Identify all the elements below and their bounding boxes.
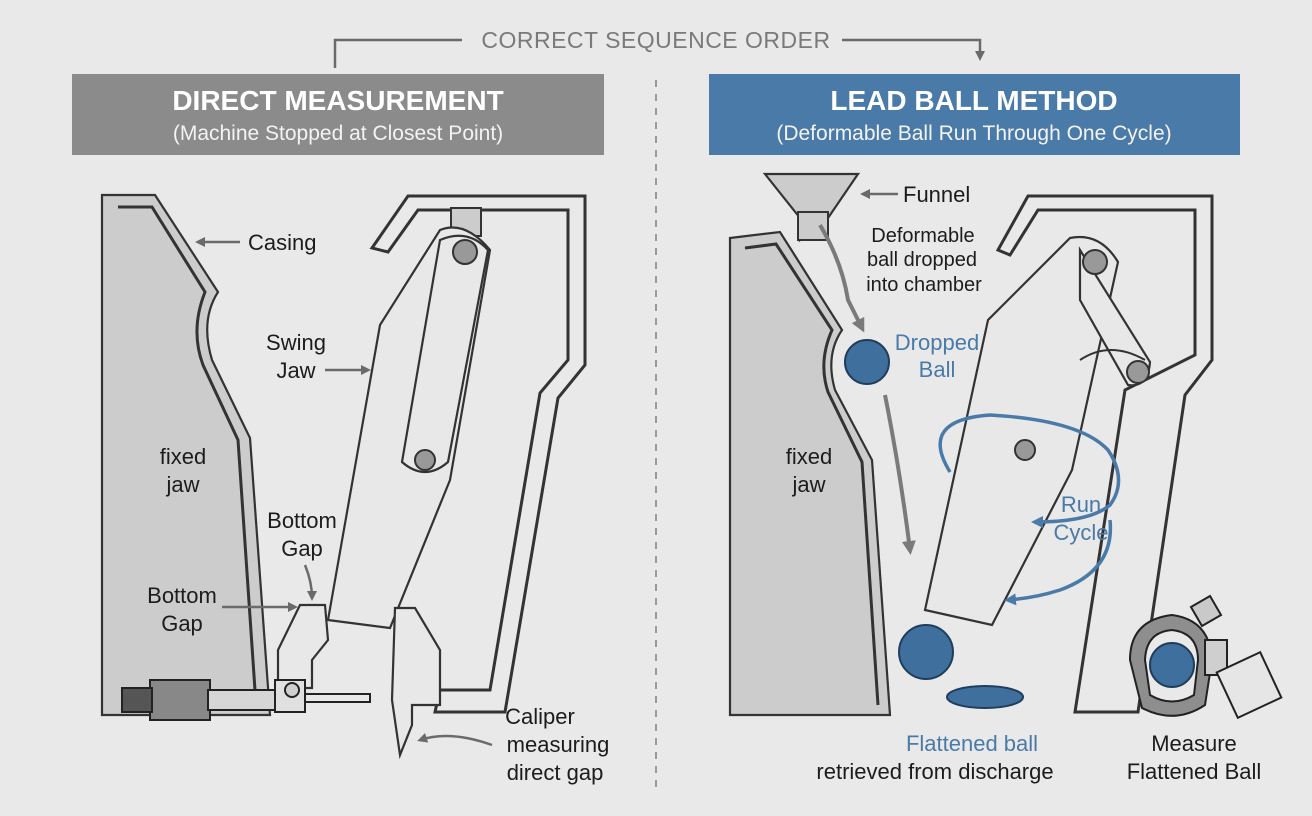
swing-jaw-right-panel (923, 235, 1120, 627)
bottom-gap-upper-arrow (303, 564, 317, 601)
measuring-gauge (1128, 594, 1283, 720)
measure-label-2: Flattened Ball (1127, 759, 1262, 784)
fixed-jaw-right-label-1: fixed (786, 444, 832, 469)
left-panel-header: DIRECT MEASUREMENT (Machine Stopped at C… (72, 74, 604, 155)
deformable-label-1: Deformable (871, 225, 974, 247)
run-cycle-arrow-top (938, 413, 1121, 528)
micrometer-spindle (304, 693, 371, 703)
run-cycle-label-1: Run (1061, 492, 1101, 517)
ball-after-crush (898, 624, 954, 680)
caliper-label-3: direct gap (507, 760, 604, 785)
deformable-label-3: into chamber (866, 274, 982, 296)
right-panel-title: LEAD BALL METHOD (830, 85, 1117, 116)
measure-label-1: Measure (1151, 731, 1237, 756)
pivot-lower (414, 449, 436, 471)
bottom-gap-lower-label-2: Gap (161, 611, 203, 636)
pivot-upper (452, 239, 478, 265)
caliper-jaw-left (276, 603, 330, 690)
casing-right-panel (995, 194, 1214, 714)
micrometer-thimble (149, 679, 211, 721)
run-cycle-arrow-bottom (1004, 519, 1113, 606)
toggle-arc (1079, 349, 1146, 361)
right-panel-header: LEAD BALL METHOD (Deformable Ball Run Th… (709, 74, 1240, 155)
caliper-jaw-right (390, 606, 442, 760)
right-panel-subtitle: (Deformable Ball Run Through One Cycle) (776, 122, 1171, 145)
micrometer-ratchet (121, 687, 153, 713)
sequence-connector: CORRECT SEQUENCE ORDER (333, 27, 985, 68)
swing-jaw-label-2: Jaw (276, 358, 315, 383)
funnel-label: Funnel (903, 182, 970, 207)
swing-jaw-label-1: Swing (266, 330, 326, 355)
swing-link (400, 234, 490, 474)
left-crusher-diagram: Casing Swing Jaw fixed jaw Bottom Gap Bo… (100, 193, 610, 785)
left-panel-subtitle: (Machine Stopped at Closest Point) (173, 122, 503, 145)
fall-arrow (883, 394, 916, 555)
funnel-spout (797, 211, 829, 241)
sequence-label: CORRECT SEQUENCE ORDER (481, 27, 830, 53)
bottom-gap-lower-label-1: Bottom (147, 583, 217, 608)
casing-left-outline (118, 205, 258, 706)
bottom-gap-upper-label-2: Gap (281, 536, 323, 561)
deformable-label-2: ball dropped (867, 249, 977, 271)
dropped-ball-label-1: Dropped (895, 330, 979, 355)
bottom-gap-upper-label-1: Bottom (267, 508, 337, 533)
dropped-ball (844, 339, 890, 385)
micrometer-sleeve (207, 689, 279, 711)
fixed-jaw-left (100, 193, 272, 717)
pivot-right-toggle (1126, 360, 1150, 384)
fixed-jaw-right-label-2: jaw (791, 472, 825, 497)
flattened-label-1: Flattened ball (906, 731, 1038, 756)
pivot-right-upper (1082, 249, 1108, 275)
flattened-label-2: retrieved from discharge (816, 759, 1053, 784)
dropped-ball-label-2: Ball (919, 357, 956, 382)
run-cycle-label-2: Cycle (1053, 520, 1108, 545)
right-crusher-diagram: Funnel Deformable ball dropped into cham… (728, 172, 1283, 784)
fixed-jaw-label-1: fixed (160, 444, 206, 469)
lock-knob (284, 682, 300, 698)
pivot-right-lower (1014, 439, 1036, 461)
caliper-arrow (417, 733, 493, 747)
fixed-jaw-right-panel (728, 230, 892, 717)
funnel-drop-arrow (818, 223, 865, 333)
caliper-label-1: Caliper (505, 704, 575, 729)
flattened-ball (946, 685, 1024, 709)
left-panel-title: DIRECT MEASUREMENT (172, 85, 503, 116)
fixed-jaw-label-2: jaw (165, 472, 199, 497)
fixed-jaw-inner-outline (744, 242, 880, 706)
casing-label: Casing (248, 230, 316, 255)
caliper-label-2: measuring (507, 732, 610, 757)
